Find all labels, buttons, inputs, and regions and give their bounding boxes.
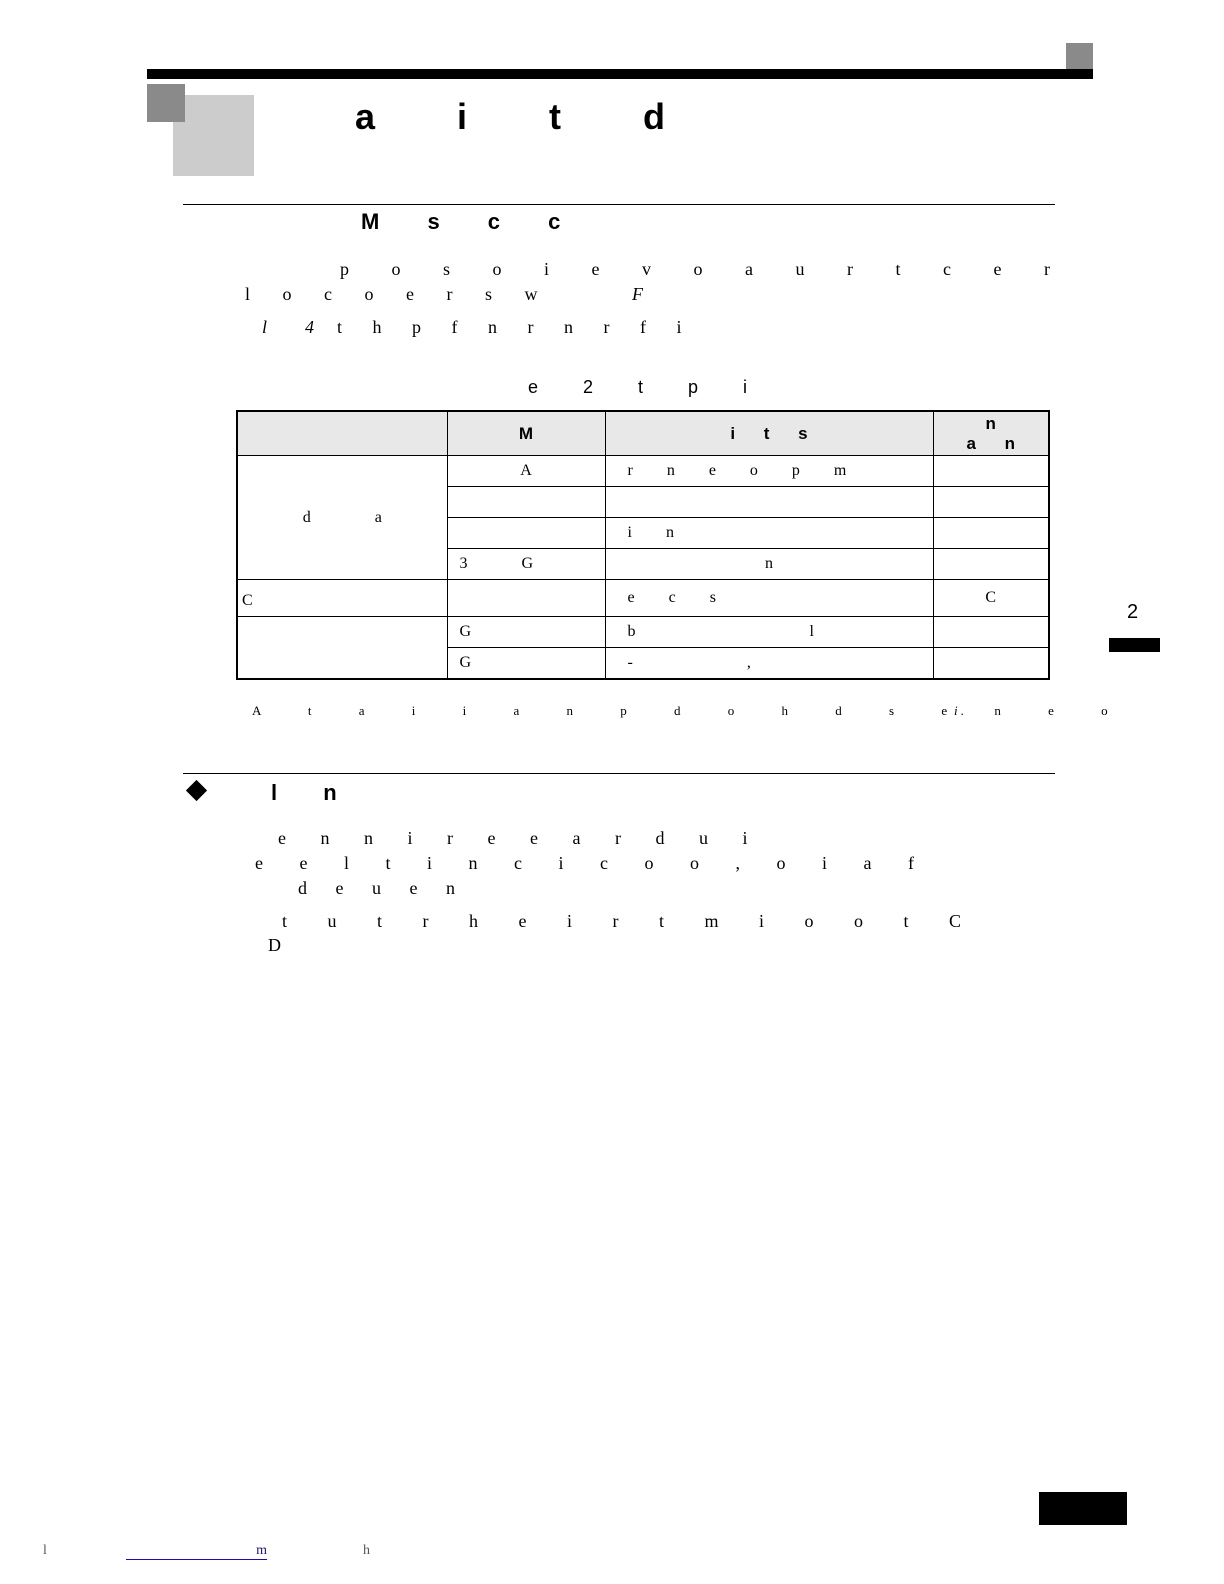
page-number-box xyxy=(1039,1492,1127,1525)
paragraph-2-italic-1: l xyxy=(262,317,269,337)
chapter-decoration-light xyxy=(173,95,254,176)
model-cell xyxy=(446,579,606,617)
paragraph-2-italic-2: 4 xyxy=(305,317,315,337)
table-row: C e c s C xyxy=(236,579,1050,617)
section-heading: M s c c xyxy=(361,209,561,234)
section-divider xyxy=(183,204,1055,205)
header-reference-line-1: n xyxy=(985,413,996,433)
paragraph-3-line-3: d e u e n xyxy=(298,878,456,898)
reference-cell: C xyxy=(932,579,1050,617)
table-row: 3 G n xyxy=(237,548,1050,580)
side-chapter-tab xyxy=(1109,638,1160,652)
spec-table: M i t s n a n d a A r n e o p m i n 3 G … xyxy=(236,410,1050,680)
footer-left-text: l xyxy=(43,1543,47,1558)
model-cell: G xyxy=(446,647,606,680)
description-cell: e c s xyxy=(604,579,934,617)
table-caption: e 2 t p i xyxy=(528,377,748,397)
paragraph-4-line-2: D xyxy=(268,935,282,955)
reference-cell xyxy=(932,486,1050,518)
category-cell: d a xyxy=(236,455,448,580)
chapter-title: a i t d xyxy=(355,96,668,137)
model-cell xyxy=(446,486,606,518)
paragraph-1-line-1: p o s o i e v o a u r t c e r xyxy=(340,259,1051,279)
subsection-heading: l n xyxy=(271,780,337,805)
description-cell xyxy=(604,486,934,518)
side-chapter-number: 2 xyxy=(1127,601,1139,623)
model-cell: A xyxy=(446,455,606,487)
footer-right-text: h xyxy=(363,1543,370,1558)
description-cell: n xyxy=(604,548,934,580)
category-cell: C xyxy=(236,579,448,617)
category-cell xyxy=(236,616,448,680)
corner-square-decoration xyxy=(1066,43,1093,69)
header-bar xyxy=(147,69,1093,79)
reference-cell xyxy=(932,548,1050,580)
paragraph-3-line-2: e e l t i n c i c o o , o i a f xyxy=(255,853,915,873)
header-description: i t s xyxy=(604,410,934,456)
header-category xyxy=(236,410,448,456)
paragraph-1-line-2: l o c o e r s w xyxy=(245,284,539,304)
model-cell: 3 G xyxy=(446,548,606,580)
subsection-divider xyxy=(183,773,1055,774)
reference-cell xyxy=(932,616,1050,648)
table-row: d a A r n e o p m xyxy=(236,455,1050,580)
table-note-italic: i . xyxy=(954,703,965,718)
reference-cell xyxy=(932,455,1050,487)
table-row: G - , xyxy=(237,647,1050,680)
description-cell: i n xyxy=(604,517,934,549)
model-cell: G xyxy=(446,616,606,648)
diamond-bullet-icon xyxy=(185,779,208,802)
description-cell: - , xyxy=(604,647,934,680)
model-cell xyxy=(446,517,606,549)
chapter-decoration-dark xyxy=(147,84,185,122)
description-cell: b l xyxy=(604,616,934,648)
paragraph-1-italic: F xyxy=(632,284,644,304)
header-model: M xyxy=(446,410,606,456)
paragraph-4-line-1: t u t r h e i r t m i o o t C xyxy=(282,911,962,931)
reference-cell xyxy=(932,517,1050,549)
table-row: G b l xyxy=(236,616,1050,680)
header-reference: n a n xyxy=(932,410,1050,456)
footer-link[interactable]: m xyxy=(126,1543,267,1560)
table-header-row: M i t s n a n xyxy=(236,410,1050,456)
table-note: A t a i i a n p d o h d s e n e o xyxy=(252,703,1110,718)
paragraph-3-line-1: e n n i r e e a r d u i xyxy=(278,828,749,848)
header-reference-line-2: a n xyxy=(966,433,1016,453)
paragraph-2: t h p f n r n r f i xyxy=(337,317,683,337)
reference-cell xyxy=(932,647,1050,680)
description-cell: r n e o p m xyxy=(604,455,934,487)
